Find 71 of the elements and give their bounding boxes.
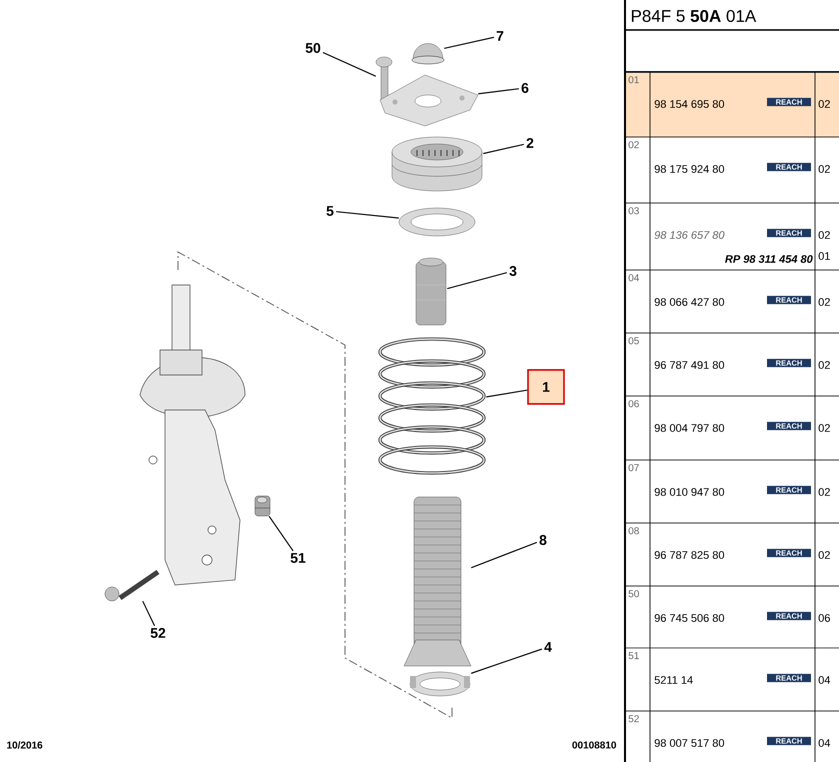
callout-number: 6 (522, 83, 528, 93)
callout-number: 51 (290, 553, 306, 563)
bump-stop-drawing (416, 258, 446, 326)
part-number: 5211 14 (654, 676, 693, 684)
callout-number: 4 (544, 642, 552, 652)
callout-number: 5 (326, 206, 334, 216)
quantity: 02 (818, 361, 830, 369)
part-number: 98 010 947 80 (654, 488, 724, 496)
row-number: 51 (628, 652, 639, 660)
part-number: 98 004 797 80 (654, 424, 724, 432)
leader-line (471, 648, 542, 674)
quantity: 02 (818, 165, 830, 173)
ring-drawing (398, 208, 476, 236)
leader-line (471, 542, 538, 568)
callout-number: 50 (306, 43, 320, 53)
part-number: 98 066 427 80 (654, 298, 724, 306)
table-title: P84F 5 50A 01A (632, 10, 756, 22)
seat-drawing (410, 672, 470, 696)
boot-drawing (404, 496, 472, 666)
drawing-number: 00108810 (572, 741, 616, 749)
part-number: 96 787 491 80 (654, 361, 724, 369)
part-number: 98 175 924 80 (654, 165, 724, 173)
row-number: 02 (628, 141, 639, 148)
spring-drawing (378, 337, 486, 475)
quantity: 02 (818, 551, 830, 559)
bushing-drawing (254, 496, 270, 516)
leader-line (444, 36, 494, 49)
row-number: 52 (628, 715, 639, 722)
part-number: 98 007 517 80 (654, 739, 724, 747)
row-number: 50 (628, 590, 639, 598)
leader-line (483, 144, 524, 154)
quantity: 01 (818, 252, 830, 260)
callout-number: 8 (540, 535, 546, 545)
replacement-part-number: RP 98 311 454 80 (725, 255, 813, 263)
leader-line (336, 211, 399, 219)
row-number: 06 (628, 400, 639, 408)
quantity: 06 (818, 614, 830, 622)
callout-number: 52 (150, 628, 166, 638)
bearing-drawing (392, 136, 482, 192)
quantity: 02 (818, 298, 830, 306)
leader-line (486, 390, 528, 398)
leader-line (268, 516, 294, 552)
row-number: 01 (628, 76, 639, 84)
part-number: 98 136 657 80 (654, 231, 724, 239)
part-number: 96 787 825 80 (654, 551, 724, 559)
quantity: 02 (818, 424, 830, 432)
cap-drawing (412, 43, 444, 64)
leader-line (142, 600, 156, 626)
leader-line (322, 52, 376, 77)
part-number: 98 154 695 80 (654, 100, 724, 108)
mount-plate-drawing (380, 74, 478, 126)
quantity: 02 (818, 100, 830, 108)
date-text: 10/2016 (7, 741, 42, 749)
leader-line (447, 272, 508, 290)
quantity: 04 (818, 739, 830, 747)
row-number: 08 (628, 527, 639, 534)
quantity: 02 (818, 231, 830, 239)
highlighted-callout-number: 1 (527, 369, 565, 405)
bolt-drawing (376, 56, 392, 100)
callout-number: 2 (526, 138, 534, 148)
row-number: 03 (628, 207, 639, 214)
row-number: 05 (628, 337, 639, 344)
quantity: 02 (818, 488, 830, 496)
row-number: 07 (628, 464, 639, 472)
bolt-drawing (104, 570, 160, 602)
part-number: 96 745 506 80 (654, 614, 724, 622)
callout-number: 7 (496, 31, 504, 41)
leader-line (478, 88, 519, 94)
row-number: 04 (628, 274, 640, 282)
callout-number: 3 (509, 266, 516, 276)
quantity: 04 (818, 676, 830, 684)
